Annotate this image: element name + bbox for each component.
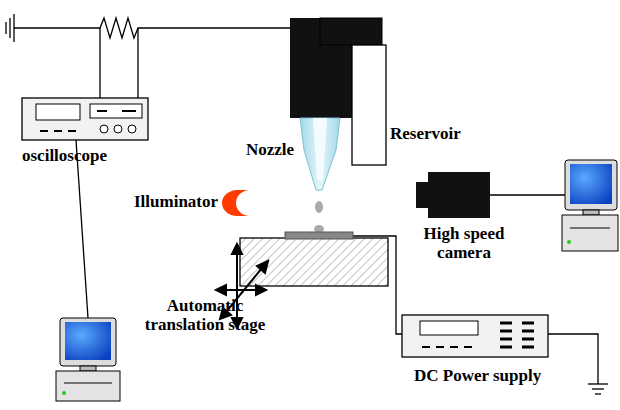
part-label: High speed camera [416, 224, 512, 262]
power-supply-display [420, 321, 478, 335]
monitor-screen [570, 164, 612, 204]
computer-case [562, 215, 618, 251]
part-label: oscilloscope [22, 146, 152, 165]
ground-symbol [592, 388, 604, 389]
part-label: Reservoir [390, 124, 480, 143]
monitor-screen [65, 322, 111, 360]
wire-with-resistor [14, 18, 292, 38]
oscilloscope-screen [36, 104, 80, 120]
translation-stage [240, 238, 388, 286]
drive-slot [570, 228, 610, 229]
ground-symbol [5, 22, 6, 34]
knob [128, 125, 136, 133]
droplet [315, 201, 323, 213]
button [522, 346, 534, 349]
button [500, 330, 512, 333]
holder-arm [320, 18, 382, 45]
probe-wire [137, 28, 138, 106]
ground-symbol [595, 393, 601, 394]
button [450, 346, 458, 348]
oscilloscope-panel [90, 104, 142, 118]
ground-symbol [9, 18, 10, 38]
camera-body [428, 172, 490, 218]
button [97, 110, 107, 112]
power-light [62, 391, 66, 395]
monitor-stand [583, 210, 599, 215]
drive-slot [64, 383, 112, 384]
illuminator-lamp [222, 190, 250, 216]
data-wire [76, 140, 88, 318]
button [40, 130, 48, 132]
power-light [567, 240, 571, 244]
button [522, 330, 534, 333]
computer-icon [56, 318, 120, 401]
button [522, 322, 534, 325]
ground-wire [548, 334, 598, 384]
button [122, 110, 136, 112]
button [500, 338, 512, 341]
computer-case [56, 371, 120, 401]
button [436, 346, 444, 348]
button [54, 130, 62, 132]
oscilloscope-body [22, 98, 148, 140]
button [500, 346, 512, 349]
substrate [285, 232, 353, 239]
monitor [565, 160, 617, 210]
camera-lens [416, 182, 430, 208]
monitor-stand [80, 366, 96, 371]
knob [100, 125, 108, 133]
button [68, 130, 76, 132]
nozzle-body [300, 118, 340, 190]
computer-icon [562, 160, 618, 251]
data-wire [490, 194, 565, 195]
reservoir-tube [352, 45, 386, 165]
button [422, 346, 430, 348]
button [522, 338, 534, 341]
nozzle-channel [313, 118, 327, 180]
knob [114, 125, 122, 133]
part-label: DC Power supply [414, 366, 564, 385]
part-label: Automatic translation stage [140, 296, 270, 334]
part-label: Illuminator [134, 192, 224, 211]
probe-wire [99, 28, 100, 104]
monitor [60, 318, 116, 366]
ground-symbol [588, 383, 608, 384]
power-supply-body [402, 315, 548, 357]
button [464, 346, 472, 348]
part-label: Nozzle [246, 140, 316, 159]
button [500, 322, 512, 325]
